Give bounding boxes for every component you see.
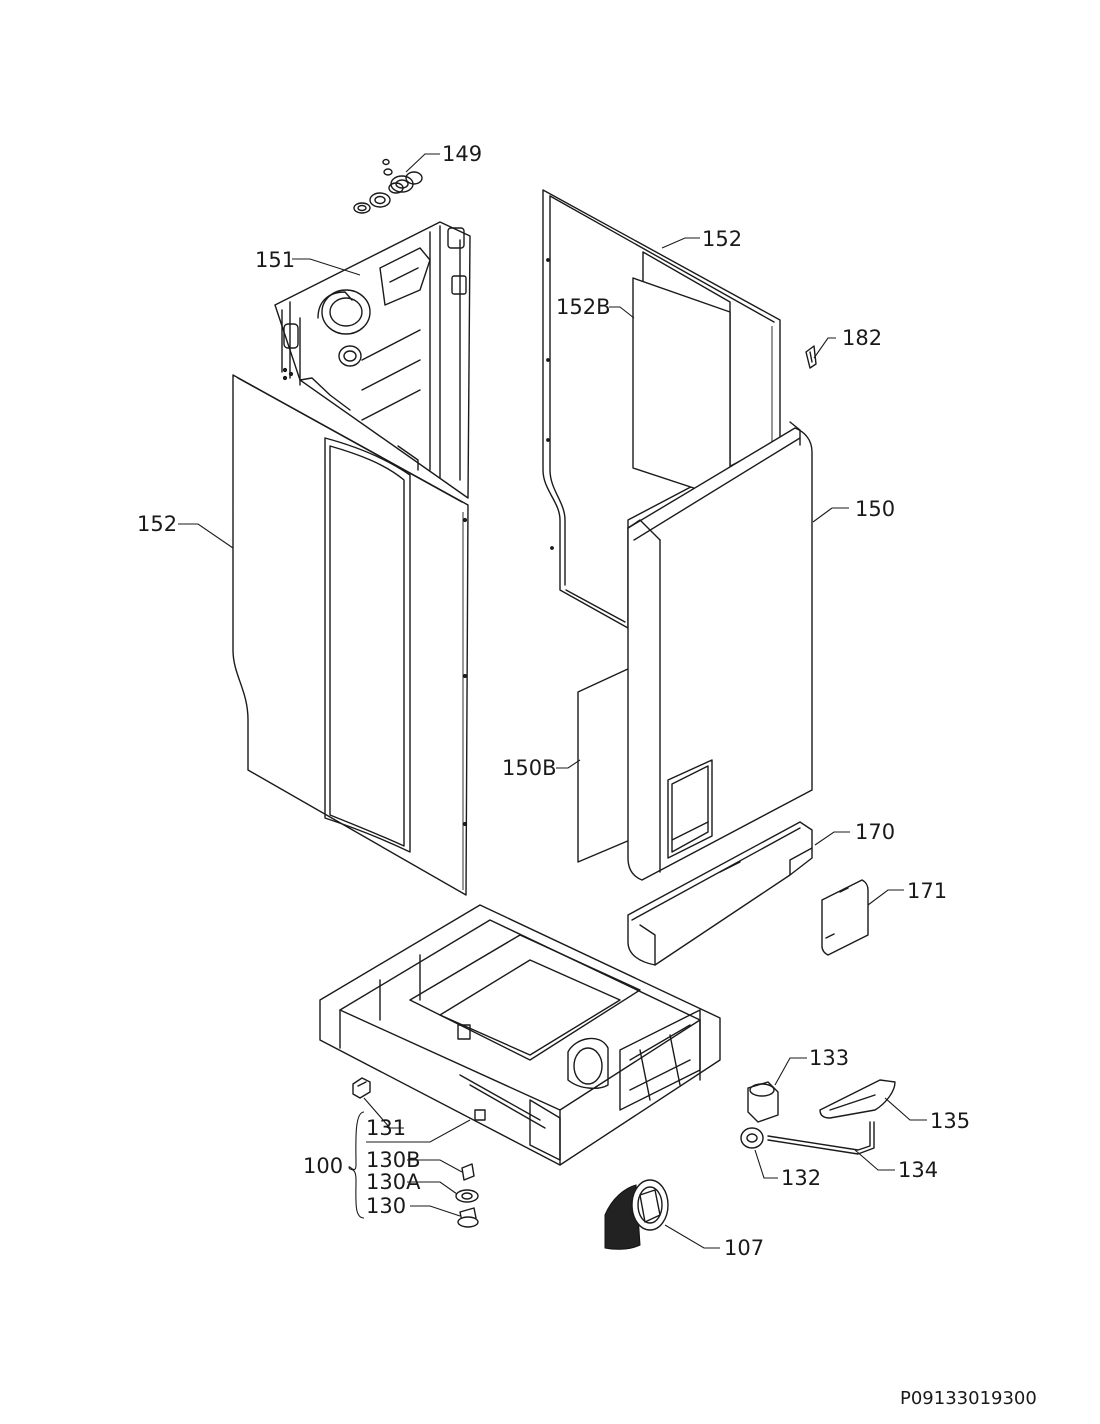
callout-130a: 130A (366, 1170, 421, 1194)
callout-107: 107 (724, 1236, 764, 1260)
part-130b-nut (461, 1163, 475, 1181)
document-id: P09133019300 (900, 1388, 1037, 1409)
part-130-foot (457, 1207, 479, 1228)
callout-170: 170 (855, 820, 895, 844)
callout-133: 133 (809, 1046, 849, 1070)
part-152b-insulation-sheet (632, 251, 731, 501)
callout-152-right: 152 (702, 227, 742, 251)
part-base-tray (319, 904, 721, 1166)
part-150-front-panel (627, 421, 813, 881)
callout-152b: 152B (556, 295, 611, 319)
part-149-seal-rings (353, 158, 423, 214)
callout-132: 132 (781, 1166, 821, 1190)
callout-labels: 149 151 152 152B 182 152 150 150B 170 17… (137, 142, 970, 1260)
callout-151: 151 (255, 248, 295, 272)
callout-150: 150 (855, 497, 895, 521)
callout-131: 131 (366, 1116, 406, 1140)
part-107-filter (604, 1179, 669, 1250)
part-170-plinth (627, 821, 813, 966)
part-182-clip (805, 345, 817, 369)
part-152-left-side-panel (232, 374, 469, 896)
callout-100: 100 (303, 1154, 343, 1178)
callout-171: 171 (907, 879, 947, 903)
part-133-pump (747, 1081, 779, 1123)
part-134-rod (767, 1121, 875, 1155)
part-171-cover-flap (821, 879, 869, 956)
part-132-impeller (740, 1127, 764, 1149)
part-151-rear-frame (274, 221, 471, 499)
callout-150b: 150B (502, 756, 557, 780)
callout-149: 149 (442, 142, 482, 166)
leader-lines (178, 153, 927, 1249)
part-130a-lock-ring (455, 1189, 479, 1203)
callout-130: 130 (366, 1194, 406, 1218)
callout-152-left: 152 (137, 512, 177, 536)
callout-130b: 130B (366, 1148, 421, 1172)
part-150b-insulation-sheet (577, 667, 631, 863)
part-135-lever (819, 1079, 896, 1119)
part-131-clip (352, 1077, 371, 1099)
callout-135: 135 (930, 1109, 970, 1133)
callout-134: 134 (898, 1158, 938, 1182)
callout-182: 182 (842, 326, 882, 350)
